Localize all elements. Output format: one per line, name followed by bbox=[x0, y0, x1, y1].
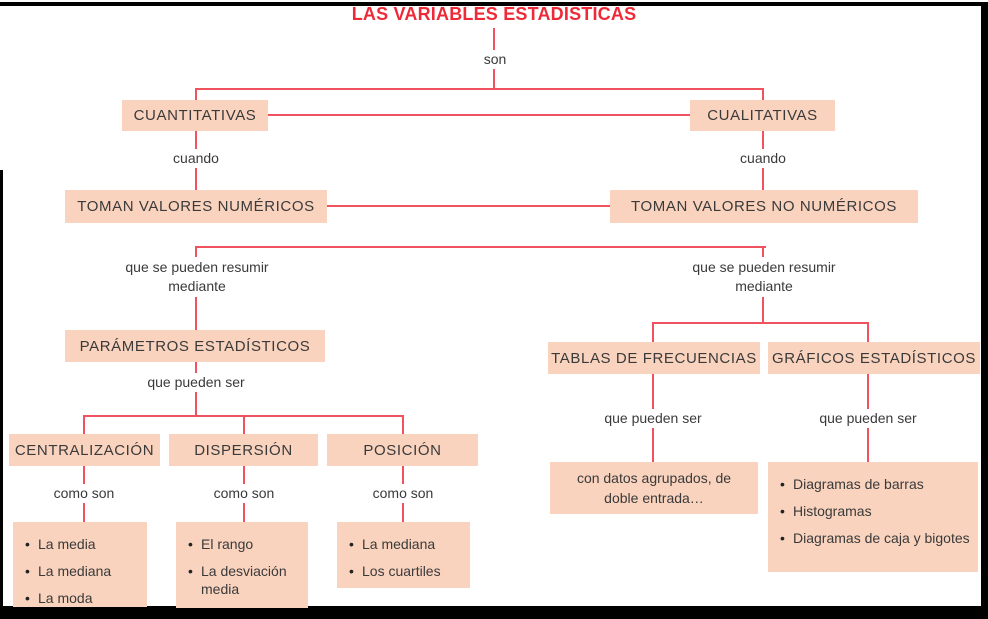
node-toman-valores-no-numericos: TOMAN VALORES NO NUMÉRICOS bbox=[610, 190, 918, 223]
connector-line bbox=[195, 88, 197, 101]
connector-label-son: son bbox=[477, 50, 513, 69]
connector-label-que-pueden-ser-tablas: que pueden ser bbox=[598, 409, 708, 428]
list-centralizacion: La media La mediana La moda bbox=[13, 522, 147, 607]
list-dispersion: El rango La desviación media bbox=[176, 522, 308, 608]
node-parametros-estadisticos: PARÁMETROS ESTADÍSTICOS bbox=[65, 330, 325, 362]
list-item: Los cuartiles bbox=[349, 562, 464, 580]
leaf-datos-agrupados: con datos agrupados, de doble entrada… bbox=[550, 462, 758, 514]
connector-line bbox=[762, 88, 764, 101]
node-posicion: POSICIÓN bbox=[327, 434, 478, 466]
connector-line bbox=[195, 88, 764, 90]
connector-line bbox=[402, 415, 404, 435]
connector-label-como-son-3: como son bbox=[366, 484, 440, 503]
connector-label-como-son-1: como son bbox=[47, 484, 121, 503]
connector-line bbox=[243, 415, 245, 435]
list-item: La mediana bbox=[349, 535, 464, 553]
connector-label-resumir-right: que se pueden resumir mediante bbox=[676, 257, 852, 297]
connector-line bbox=[195, 246, 766, 248]
list-item: Histogramas bbox=[780, 502, 972, 520]
list-item: La desviación media bbox=[188, 562, 302, 598]
frame-left bbox=[0, 170, 3, 619]
connector-label-resumir-left: que se pueden resumir mediante bbox=[109, 257, 285, 297]
list-item: La mediana bbox=[25, 562, 141, 580]
connector-label-que-pueden-ser-left: que pueden ser bbox=[141, 373, 251, 392]
connector-label-que-pueden-ser-graficos: que pueden ser bbox=[813, 409, 923, 428]
node-tablas-de-frecuencias: TABLAS DE FRECUENCIAS bbox=[548, 342, 760, 374]
node-cualitativas: CUALITATIVAS bbox=[690, 100, 835, 131]
list-item: El rango bbox=[188, 535, 302, 553]
list-item: La moda bbox=[25, 589, 141, 607]
list-item: La media bbox=[25, 535, 141, 553]
frame-bottom bbox=[0, 606, 988, 619]
leaf-datos-agrupados-text: con datos agrupados, de doble entrada… bbox=[576, 470, 732, 506]
frame-top bbox=[0, 2, 988, 6]
page-title: LAS VARIABLES ESTADISTICAS bbox=[351, 4, 637, 24]
connector-label-cuando-right: cuando bbox=[734, 149, 792, 168]
connector-line bbox=[268, 114, 690, 116]
list-posicion: La mediana Los cuartiles bbox=[337, 522, 470, 588]
connector-label-como-son-2: como son bbox=[207, 484, 281, 503]
list-graficos: Diagramas de barras Histogramas Diagrama… bbox=[768, 462, 978, 572]
connector-line bbox=[867, 322, 869, 343]
connector-line bbox=[652, 322, 869, 324]
node-toman-valores-numericos: TOMAN VALORES NUMÉRICOS bbox=[65, 190, 327, 223]
connector-line bbox=[652, 322, 654, 343]
frame-right bbox=[981, 2, 988, 619]
list-item: Diagramas de caja y bigotes bbox=[780, 529, 972, 547]
node-cuantitativas: CUANTITATIVAS bbox=[122, 100, 268, 131]
node-graficos-estadisticos: GRÁFICOS ESTADÍSTICOS bbox=[768, 342, 980, 374]
connector-line bbox=[327, 205, 610, 207]
node-centralizacion: CENTRALIZACIÓN bbox=[9, 434, 160, 466]
connector-label-cuando-left: cuando bbox=[167, 149, 225, 168]
node-dispersion: DISPERSIÓN bbox=[169, 434, 318, 466]
list-item: Diagramas de barras bbox=[780, 475, 972, 493]
connector-line bbox=[83, 415, 85, 435]
